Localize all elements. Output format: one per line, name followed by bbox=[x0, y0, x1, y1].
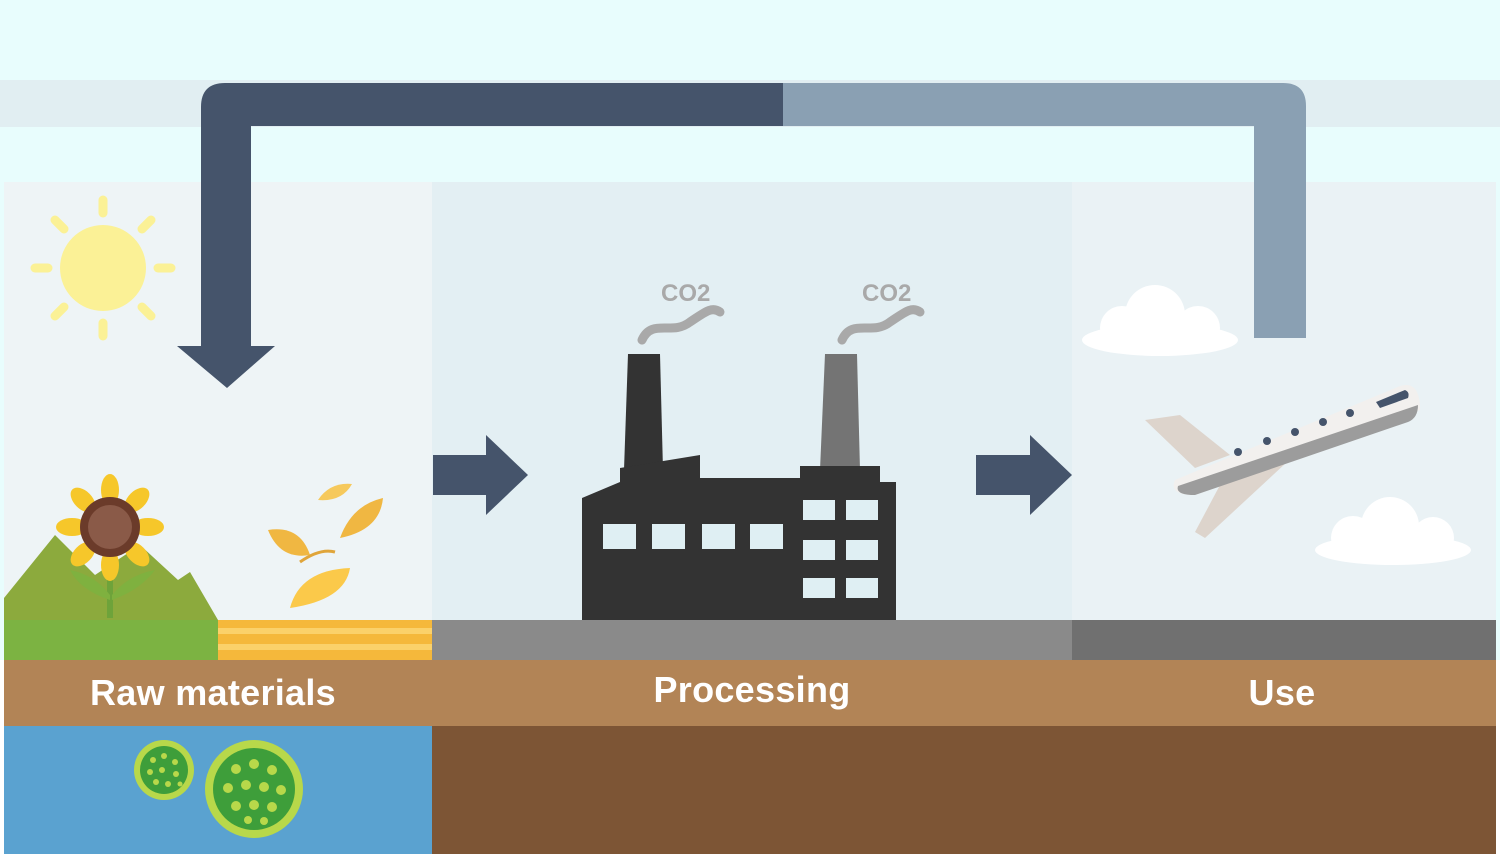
cloud-icon bbox=[1082, 285, 1238, 356]
soil-top-band bbox=[4, 660, 1496, 726]
grass-ground bbox=[4, 620, 218, 660]
process-arrow-icon bbox=[976, 435, 1072, 515]
recycle-arrow-icon bbox=[177, 83, 1306, 388]
leaves-icon bbox=[268, 483, 383, 608]
stage-label-processing: Processing bbox=[653, 669, 851, 710]
process-arrow-icon bbox=[433, 435, 528, 515]
field-ground bbox=[218, 620, 432, 660]
soil-bottom bbox=[432, 726, 1496, 854]
field-stripe bbox=[218, 644, 432, 650]
stage-label-raw-materials: Raw materials bbox=[89, 672, 337, 713]
airplane-icon bbox=[1145, 385, 1420, 538]
factory-icon bbox=[582, 305, 925, 620]
stage-label-use: Use bbox=[1248, 672, 1316, 713]
co2-label-left: CO2 bbox=[661, 280, 711, 307]
sun-icon bbox=[30, 195, 176, 341]
co2-label-right: CO2 bbox=[862, 280, 912, 307]
algae-icon bbox=[134, 740, 303, 838]
field-stripe bbox=[218, 628, 432, 634]
road-processing bbox=[432, 620, 1072, 660]
cloud-icon bbox=[1315, 497, 1471, 565]
road-use bbox=[1072, 620, 1496, 660]
sunflower-icon bbox=[56, 474, 164, 618]
